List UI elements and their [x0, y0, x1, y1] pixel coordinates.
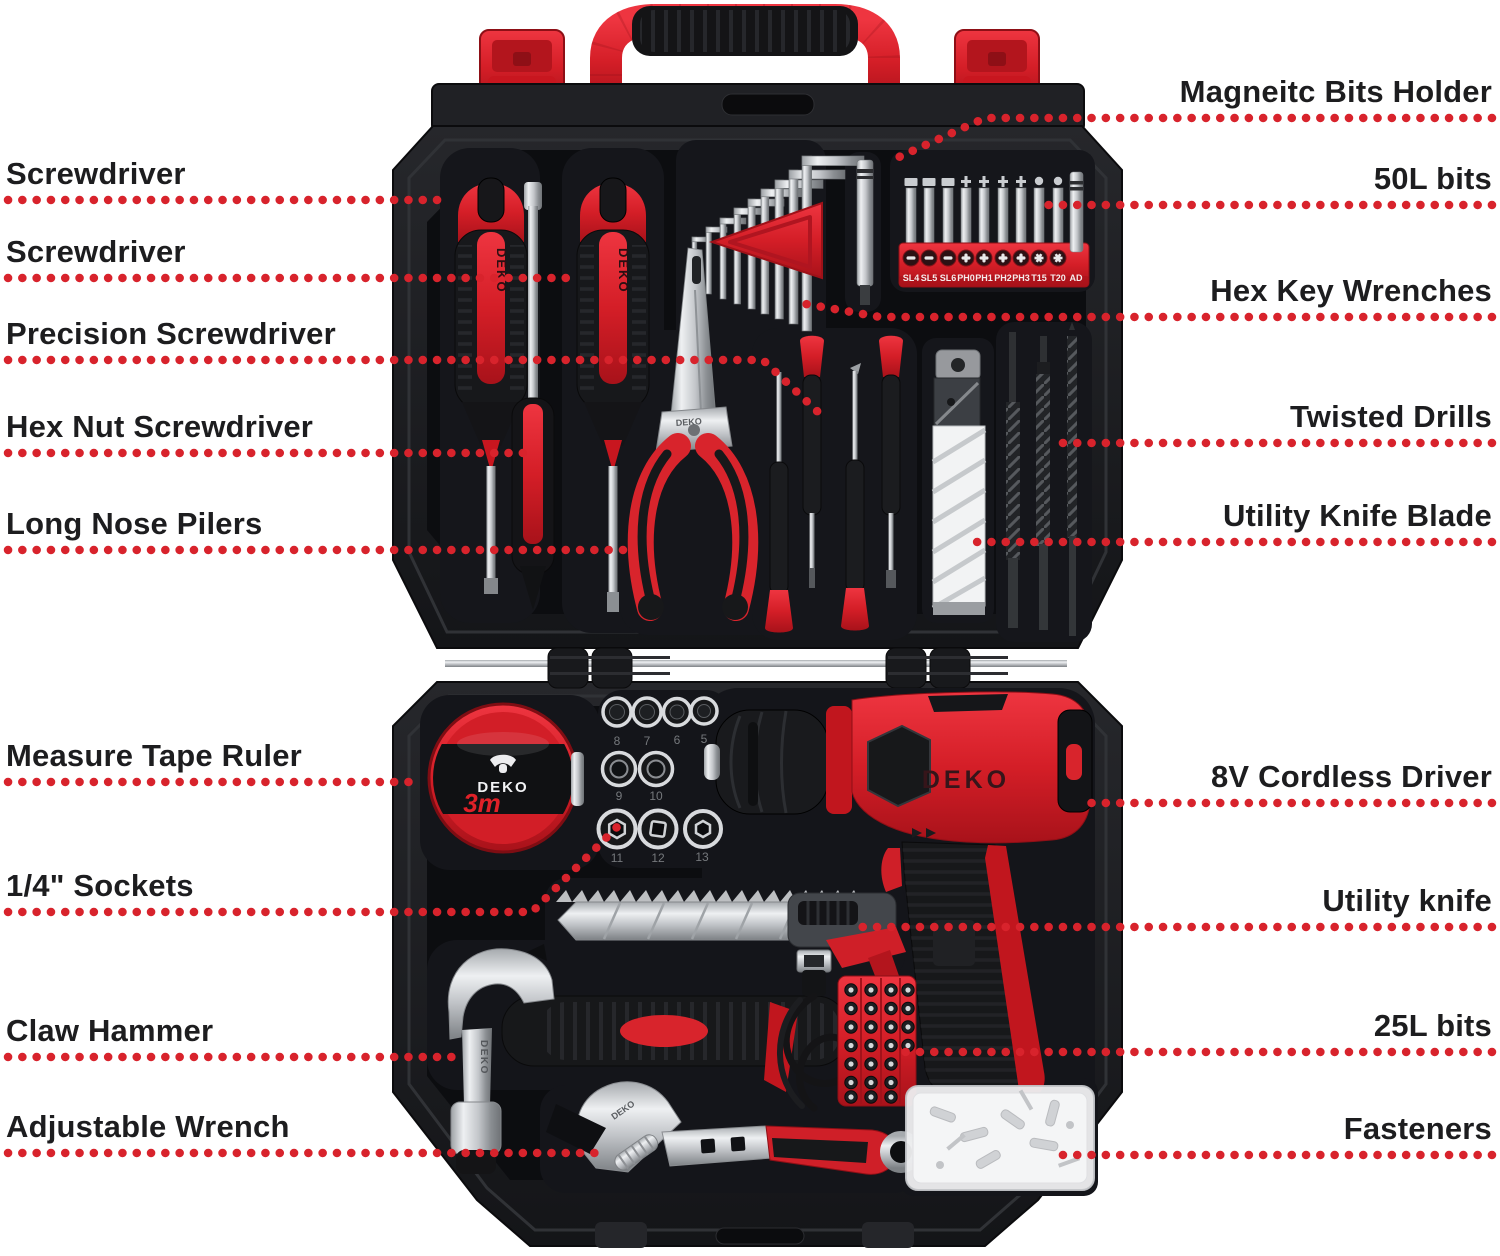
leader-lines [3, 113, 1497, 1160]
socket-size-labels: 9 10 [616, 789, 663, 803]
svg-text:11: 11 [611, 851, 624, 865]
brand-text: DEKO [477, 779, 528, 796]
label-utility-knife-blade: Utility Knife Blade [1222, 498, 1492, 533]
utility-knife-blades [931, 349, 987, 615]
svg-text:7: 7 [644, 734, 651, 748]
hammer-grip-accent [620, 1015, 708, 1047]
svg-text:10: 10 [649, 789, 663, 803]
long-nose-pliers: DEKO [627, 247, 759, 621]
leader-magnetic-bits-holder [883, 113, 1497, 167]
tape-measure: DEKO 3m [427, 702, 584, 854]
fasteners-box [905, 1085, 1095, 1191]
bits-tray-25 [837, 975, 917, 1107]
cordless-driver: DEKO [704, 691, 1093, 1105]
brand-text: DEKO [675, 416, 702, 428]
label-fasteners: Fasteners [1343, 1111, 1492, 1146]
svg-text:PH2: PH2 [994, 273, 1012, 283]
usb-cable [777, 949, 856, 1112]
socket-row-1: 8 7 6 5 [601, 696, 719, 748]
svg-text:AD: AD [1070, 273, 1083, 283]
case-foot [595, 1222, 647, 1248]
bit-size-labels: SL4 SL5 SL6 PH0 PH1 PH2 PH3 T15 T20 AD [903, 273, 1083, 283]
drill-trigger [881, 848, 902, 892]
label-long-nose-pilers: Long Nose Pilers [6, 506, 263, 541]
claw-hammer: DEKO [447, 944, 849, 1174]
screwdriver-2: DEKO [576, 177, 650, 612]
label-claw-hammer: Claw Hammer [6, 1013, 214, 1048]
svg-text:SL5: SL5 [921, 273, 938, 283]
bits-set-50: SL4 SL5 SL6 PH0 PH1 PH2 PH3 T15 T20 AD [898, 171, 1090, 288]
hex-nut-screwdriver [511, 182, 555, 610]
adapter-bit [1069, 171, 1084, 253]
svg-text:5: 5 [701, 732, 708, 746]
adjustable-wrench: DEKO [546, 1081, 922, 1175]
svg-text:PH3: PH3 [1012, 273, 1030, 283]
svg-text:8: 8 [614, 734, 621, 748]
label-8v-cordless-driver: 8V Cordless Driver [1210, 759, 1492, 794]
svg-text:SL6: SL6 [940, 273, 957, 283]
utility-knife [556, 890, 906, 1004]
svg-text:PH1: PH1 [975, 273, 993, 283]
label-precision-screwdriver: Precision Screwdriver [6, 316, 336, 351]
leader-precision-screwdriver [3, 355, 823, 417]
brand-text: DEKO [478, 1040, 489, 1075]
precision-screwdriver-1 [765, 372, 793, 633]
svg-text:6: 6 [674, 733, 681, 747]
brand-text: DEKO [922, 766, 1010, 794]
case-handle [590, 4, 900, 104]
socket-size-labels: 11 12 13 [611, 850, 709, 865]
label-twisted-drills: Twisted Drills [1289, 399, 1492, 434]
label-utility-knife: Utility knife [1322, 883, 1492, 918]
precision-screwdriver-3 [841, 363, 869, 631]
label-50l-bits: 50L bits [1373, 161, 1492, 196]
case-hinges [445, 647, 1067, 689]
svg-text:SL4: SL4 [903, 273, 920, 283]
socket-row-3: 11 12 13 [596, 808, 723, 865]
case-foot [862, 1222, 914, 1248]
svg-text:T15: T15 [1031, 273, 1047, 283]
svg-text:PH0: PH0 [957, 273, 975, 283]
drill-chuck [715, 709, 829, 815]
brand-text: DEKO [494, 248, 509, 294]
magnetic-bits-holder [856, 159, 874, 305]
deko-bull-logo-icon [490, 754, 516, 767]
svg-text:9: 9 [616, 789, 623, 803]
leader-hex-key-wrenches [795, 298, 1497, 322]
tape-length: 3m [463, 788, 501, 818]
brand-text: DEKO [616, 248, 631, 294]
label-25l-bits: 25L bits [1373, 1008, 1492, 1043]
leader-sockets [3, 822, 622, 917]
svg-text:13: 13 [695, 850, 709, 864]
label-screwdriver-1: Screwdriver [6, 156, 186, 191]
svg-text:12: 12 [651, 851, 665, 865]
socket-row-2: 9 10 [600, 750, 675, 803]
label-hex-key-wrenches: Hex Key Wrenches [1210, 273, 1492, 308]
screwdriver-1: DEKO [454, 177, 528, 594]
label-adjustable-wrench: Adjustable Wrench [6, 1109, 290, 1144]
label-magnetic-bits-holder: Magneitc Bits Holder [1179, 74, 1492, 109]
twisted-drills [1006, 322, 1077, 636]
label-measure-tape-ruler: Measure Tape Ruler [6, 738, 302, 773]
svg-text:T20: T20 [1050, 273, 1066, 283]
label-screwdriver-2: Screwdriver [6, 234, 186, 269]
precision-screwdriver-4 [879, 335, 903, 588]
label-hex-nut-screwdriver: Hex Nut Screwdriver [6, 409, 314, 444]
socket-size-labels: 8 7 6 5 [614, 732, 708, 748]
precision-screwdrivers [765, 335, 903, 633]
label-quarter-inch-sockets: 1/4" Sockets [6, 868, 194, 903]
